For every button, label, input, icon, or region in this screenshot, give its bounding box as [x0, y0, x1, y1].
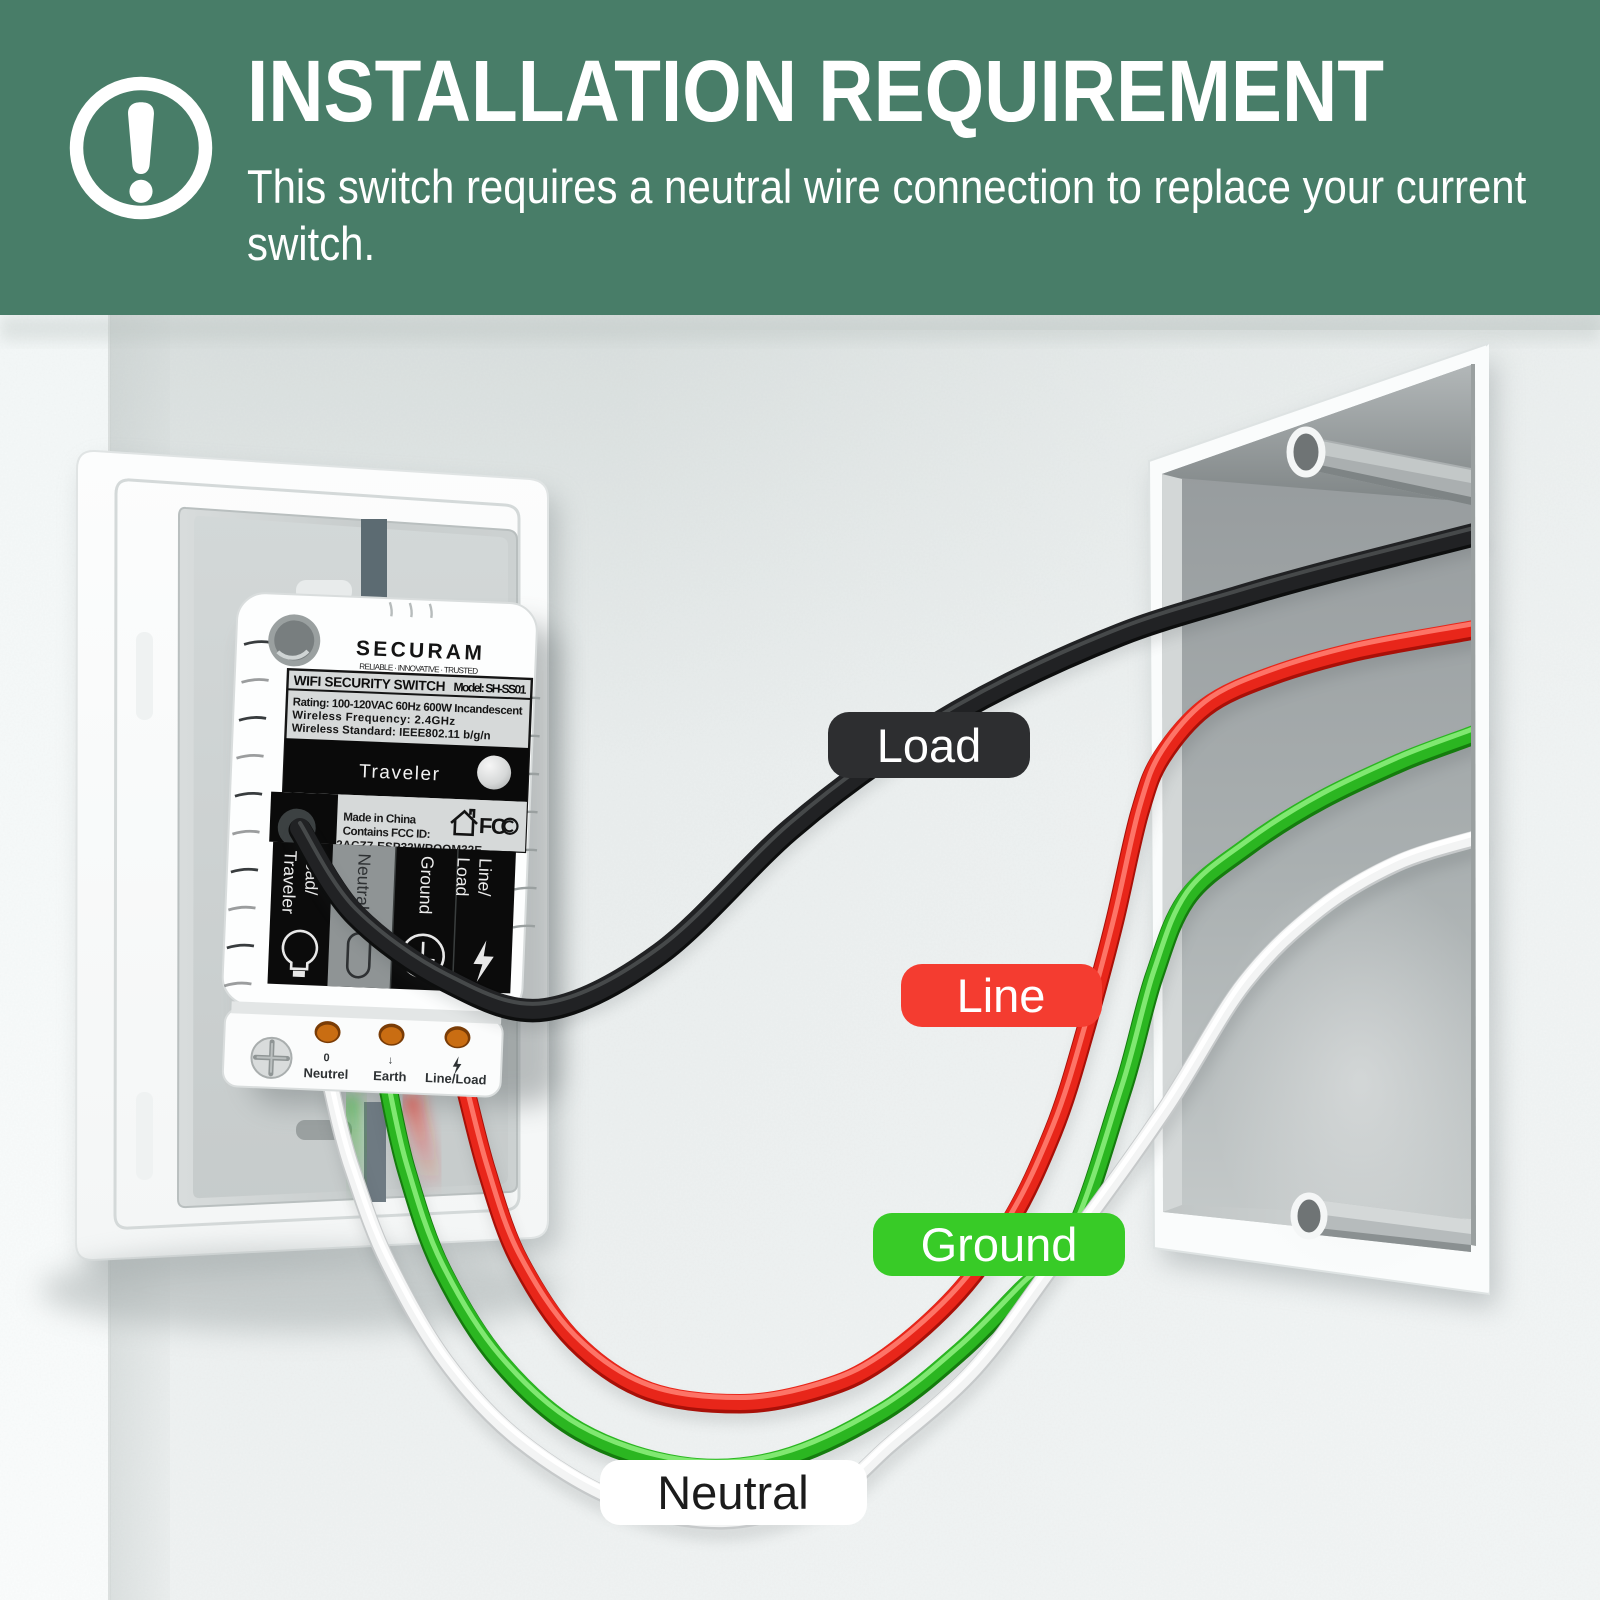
device-fcc-mark-ring [501, 817, 519, 835]
line-wire-ghost [399, 1091, 445, 1191]
terminal-led-neutral [314, 1021, 341, 1044]
device-traveler-panel [283, 738, 530, 802]
boss-tube-highlight [1306, 438, 1471, 483]
terminal-led-earth [378, 1023, 405, 1046]
column-line-load-line2: Load [452, 857, 474, 897]
terminal-symbol-neutral: 0 [323, 1052, 330, 1064]
bulb-icon [281, 929, 319, 978]
alert-icon [69, 76, 213, 220]
terminal-symbol-line-lightning-icon [452, 1056, 462, 1076]
device-traveler-button[interactable] [476, 755, 512, 790]
lightning-icon [473, 940, 494, 983]
phillips-screw[interactable] [250, 1036, 293, 1079]
neutral-badge-label: Neutral [657, 1466, 809, 1519]
device-model: Model: SH-SS01 [453, 680, 527, 697]
device-vents-top [388, 601, 433, 619]
wire-badges: Load Line Ground Neutral [600, 712, 1125, 1525]
boss-tube-shadow [1309, 1227, 1471, 1252]
phillips-slot-highlight [256, 1042, 287, 1073]
banner-title: INSTALLATION REQUIREMENT [247, 43, 1385, 140]
wall-box-right-edge [1471, 344, 1489, 1294]
column-divider [451, 849, 459, 992]
wall-box-glow [1210, 870, 1510, 1290]
banner-subtitle: This switch requires a neutral wire conn… [247, 160, 1527, 270]
device-label-divider [287, 688, 532, 700]
device-fcc-mark-c [503, 820, 514, 833]
terminal-led-line [444, 1026, 471, 1049]
device-mount-hole-top-inner [274, 620, 315, 661]
device-terminals: 0 Neutrel ↓ Earth Line/Load [250, 1021, 487, 1087]
smart-switch-device: SECURAM RELIABLE · INNOVATIVE · TRUSTED … [221, 592, 541, 1098]
plate-slot-left-bottom [136, 1092, 153, 1180]
boss-tube-highlight [1309, 1199, 1471, 1234]
wall-box-left-wall [1162, 474, 1182, 1212]
house-icon [450, 808, 478, 837]
bracket-slot-bottom-slate [364, 1102, 386, 1202]
column-ground-label: Ground [415, 856, 437, 915]
terminal-label-earth: Earth [373, 1068, 407, 1084]
device-mount-hole-shine [276, 649, 310, 660]
line-badge-label: Line [957, 969, 1046, 1022]
terminal-label-line: Line/Load [425, 1070, 487, 1087]
device-product-name: WIFI SECURITY SWITCH [293, 673, 445, 694]
plate-slot-left-top [136, 632, 153, 720]
load-badge-label: Load [877, 719, 982, 772]
device-made-in: Made in China [343, 811, 417, 827]
column-neutral-label: Neutral [353, 853, 375, 910]
plate-bottom-shadow [40, 1248, 560, 1332]
device-fcc-panel [281, 792, 527, 852]
device-vents-left [223, 640, 272, 988]
line-badge: Line [901, 964, 1102, 1027]
wall-box [1147, 342, 1510, 1308]
ground-badge: Ground [873, 1213, 1125, 1276]
column-load-traveler-line2: Traveler [278, 850, 301, 914]
device-traveler-label: Traveler [359, 761, 440, 785]
device-terminal-columns: Load/ Traveler Neutral Ground Line/ Load [267, 841, 516, 994]
neutral-badge: Neutral [600, 1460, 867, 1525]
device-fcc-id-label: Contains FCC ID: [342, 825, 430, 842]
wall-box-bottom-boss [1290, 1192, 1471, 1252]
boss-tube-shadow [1306, 462, 1471, 505]
column-line-load-line1: Line/ [474, 858, 496, 897]
banner: INSTALLATION REQUIREMENT This switch req… [0, 0, 1600, 315]
terminal-label-neutral: Neutrel [303, 1065, 348, 1082]
device-strip-joint [231, 1001, 502, 1025]
screw-hole-ring [1286, 426, 1326, 478]
ground-badge-label: Ground [921, 1218, 1078, 1271]
terminal-symbol-earth: ↓ [387, 1055, 393, 1067]
wall-box-right-inner-wall [1471, 364, 1476, 1246]
load-badge: Load [828, 712, 1030, 778]
screw-hole-ring [1290, 1192, 1328, 1240]
wall-box-top-boss [1286, 426, 1471, 505]
